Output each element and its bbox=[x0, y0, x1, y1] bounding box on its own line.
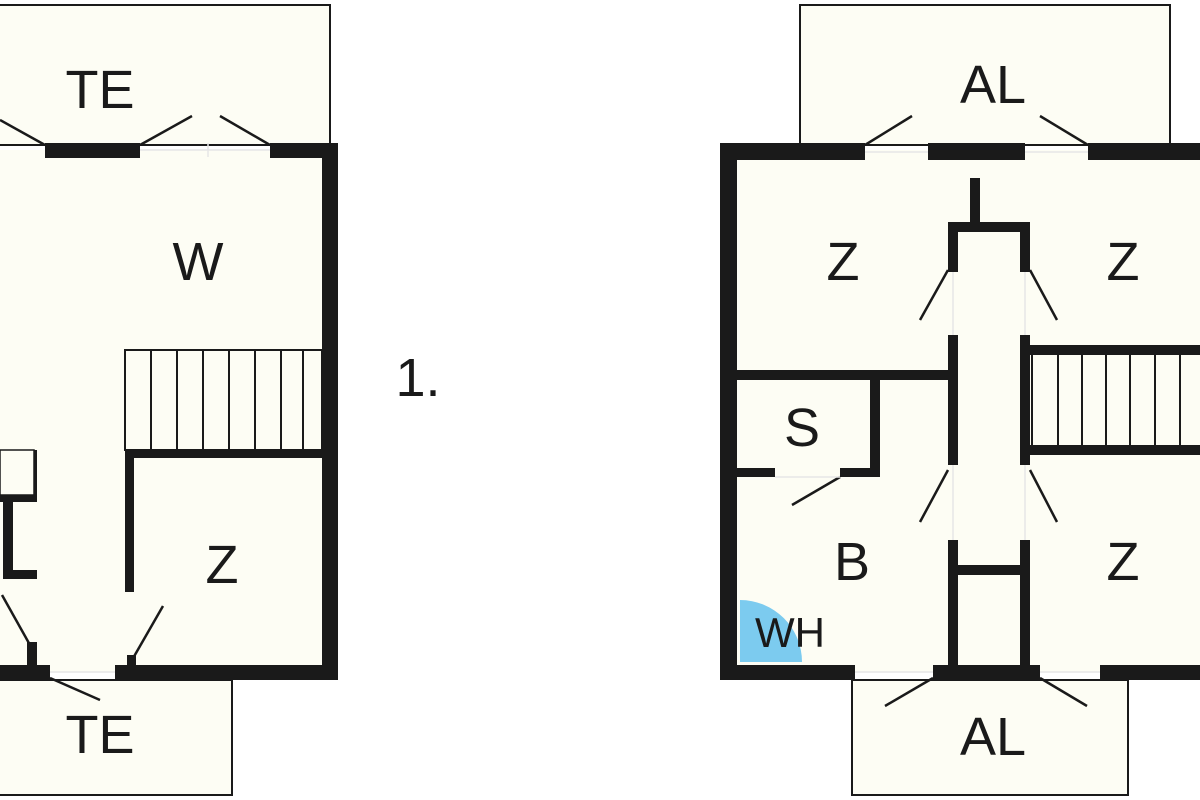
terrace-bottom bbox=[0, 679, 233, 796]
room-label-storage: S bbox=[783, 398, 821, 458]
stairs-right bbox=[1031, 355, 1181, 445]
room-label-terrace-top: TE bbox=[65, 60, 135, 120]
room-label-balcony-bottom: AL bbox=[959, 707, 1027, 767]
water-heater-area bbox=[740, 600, 802, 662]
terrace-top bbox=[0, 4, 331, 146]
room-label-bathroom: B bbox=[833, 532, 871, 592]
stairs-left bbox=[124, 349, 323, 451]
room-label-bedroom-tr: Z bbox=[1106, 232, 1140, 292]
door-swings-right bbox=[791, 114, 1089, 708]
balcony-top bbox=[799, 4, 1171, 146]
room-label-living: W bbox=[172, 232, 224, 292]
room-label-bedroom-br: Z bbox=[1106, 532, 1140, 592]
door-swings-left bbox=[0, 114, 271, 702]
right-walls bbox=[720, 143, 1200, 680]
room-label-balcony-top: AL bbox=[959, 55, 1027, 115]
room-label-bedroom-left: Z bbox=[205, 535, 239, 595]
left-walls bbox=[0, 143, 338, 680]
label-water-heater: WH bbox=[755, 609, 825, 656]
floor-label: 1. bbox=[395, 348, 441, 408]
room-label-terrace-bottom: TE bbox=[65, 705, 135, 765]
room-label-bedroom-tl: Z bbox=[826, 232, 860, 292]
